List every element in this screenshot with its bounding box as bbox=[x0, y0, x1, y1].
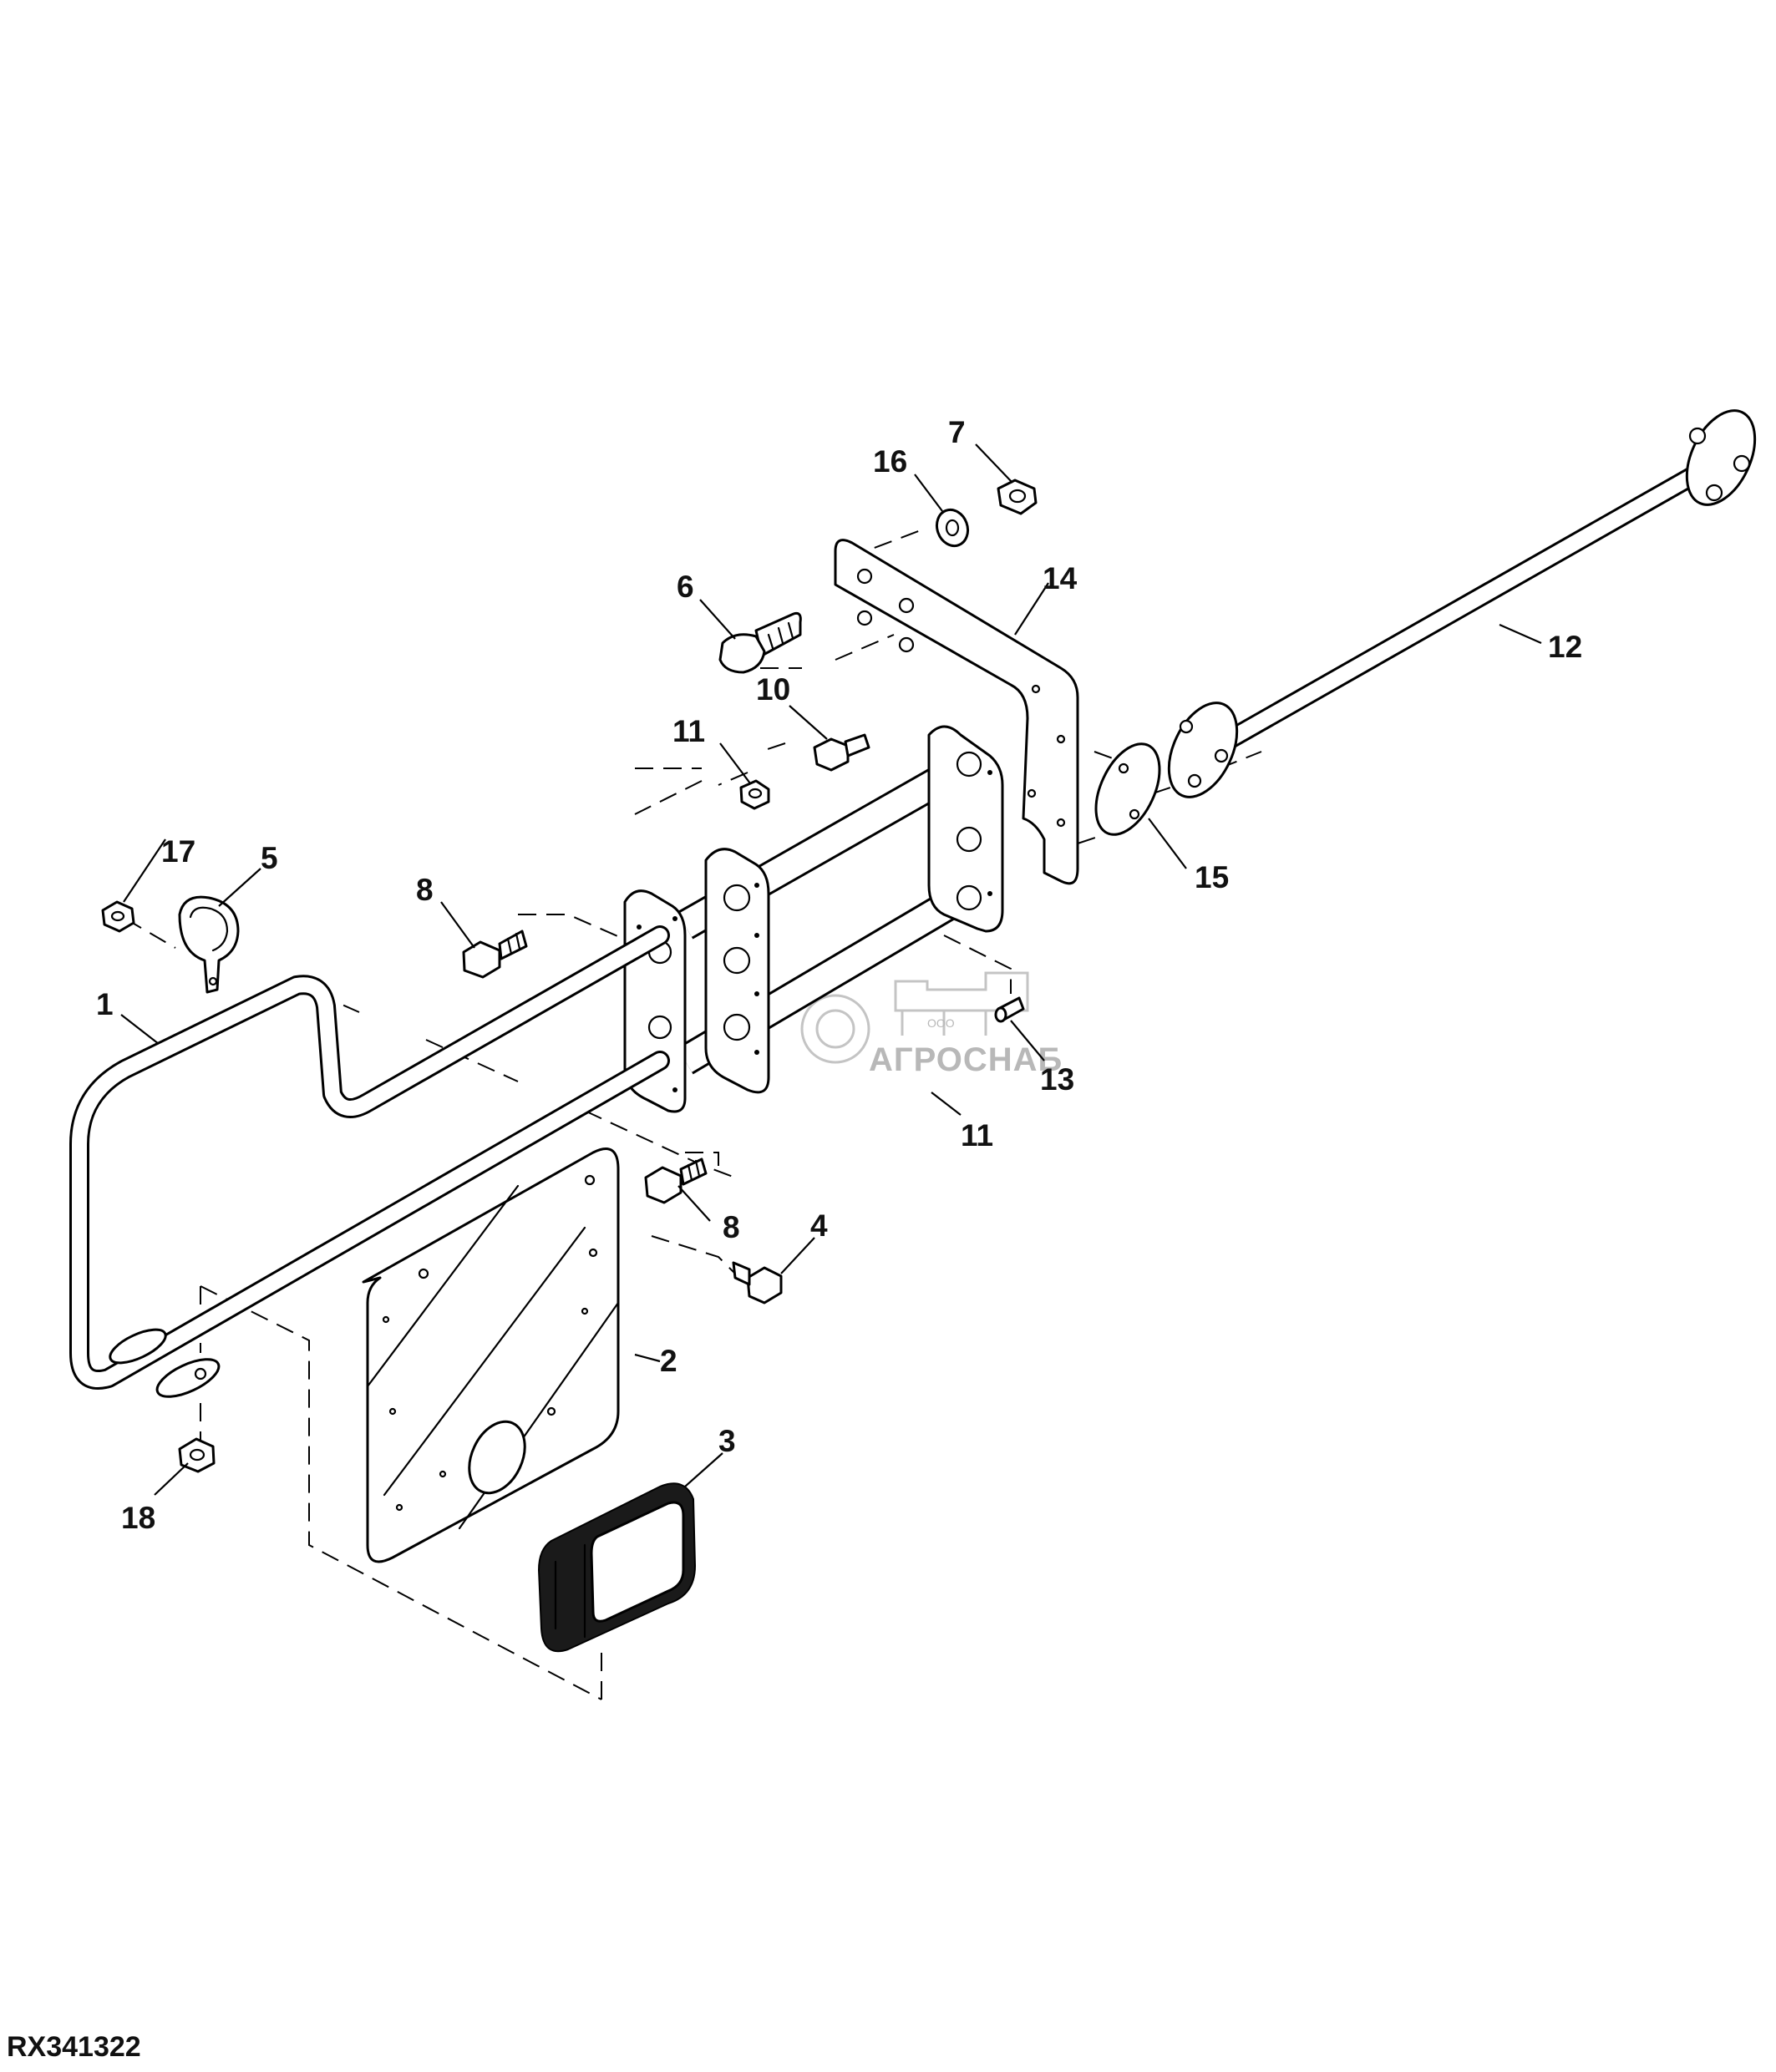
callout-labels: 1 2 3 4 5 6 7 8 8 10 11 11 12 13 14 15 1… bbox=[96, 415, 1582, 1535]
callout-12: 12 bbox=[1548, 630, 1582, 664]
callout-15: 15 bbox=[1195, 860, 1229, 894]
callout-1: 1 bbox=[96, 987, 114, 1021]
part-10-bolt bbox=[813, 733, 870, 772]
callout-5: 5 bbox=[261, 841, 278, 875]
callout-10: 10 bbox=[756, 672, 790, 707]
middle-spacer-plate bbox=[704, 848, 770, 1094]
callout-14: 14 bbox=[1043, 561, 1078, 595]
callout-16: 16 bbox=[873, 444, 907, 479]
callout-13: 13 bbox=[1040, 1062, 1074, 1097]
leader-lines bbox=[120, 443, 1542, 1496]
watermark-logo: ООО АГРОСНАБ bbox=[800, 971, 1063, 1078]
callout-7: 7 bbox=[948, 415, 966, 449]
callout-3: 3 bbox=[718, 1424, 736, 1458]
part-15-round-plate bbox=[1094, 742, 1161, 836]
part-1-tube-frame bbox=[69, 925, 670, 1398]
figure-id: RX341322 bbox=[7, 2031, 141, 2063]
part-3-lamp bbox=[537, 1482, 697, 1653]
part-16-washer bbox=[935, 508, 970, 548]
part-4-bolt bbox=[732, 1261, 783, 1304]
callout-6: 6 bbox=[677, 570, 694, 604]
part-2-warning-plate bbox=[362, 1147, 620, 1563]
part-7-nut bbox=[997, 479, 1038, 515]
part-11-nut bbox=[739, 779, 770, 810]
callout-8-lower: 8 bbox=[723, 1210, 740, 1244]
watermark-prefix: ООО bbox=[927, 1016, 955, 1030]
callout-11-upper: 11 bbox=[672, 714, 705, 748]
part-8-bolt-upper bbox=[462, 930, 528, 979]
part-6-bolt bbox=[718, 612, 802, 674]
callout-18: 18 bbox=[121, 1501, 155, 1535]
part-12-shaft bbox=[1167, 409, 1757, 798]
fasteners bbox=[101, 479, 1038, 1473]
part-14-mounting-plate bbox=[834, 539, 1079, 885]
callout-4: 4 bbox=[810, 1208, 828, 1243]
watermark-name: АГРОСНАБ bbox=[869, 1041, 1063, 1078]
part-13-pin bbox=[994, 996, 1025, 1023]
callout-17: 17 bbox=[161, 834, 195, 869]
part-18-nut bbox=[178, 1437, 216, 1473]
part-17-nut bbox=[101, 900, 135, 933]
callout-11-lower: 11 bbox=[961, 1118, 993, 1153]
callout-8-upper: 8 bbox=[416, 873, 434, 907]
part-8-bolt-lower bbox=[644, 1158, 708, 1204]
callout-2: 2 bbox=[660, 1344, 677, 1378]
part-5-clamp bbox=[178, 895, 240, 994]
